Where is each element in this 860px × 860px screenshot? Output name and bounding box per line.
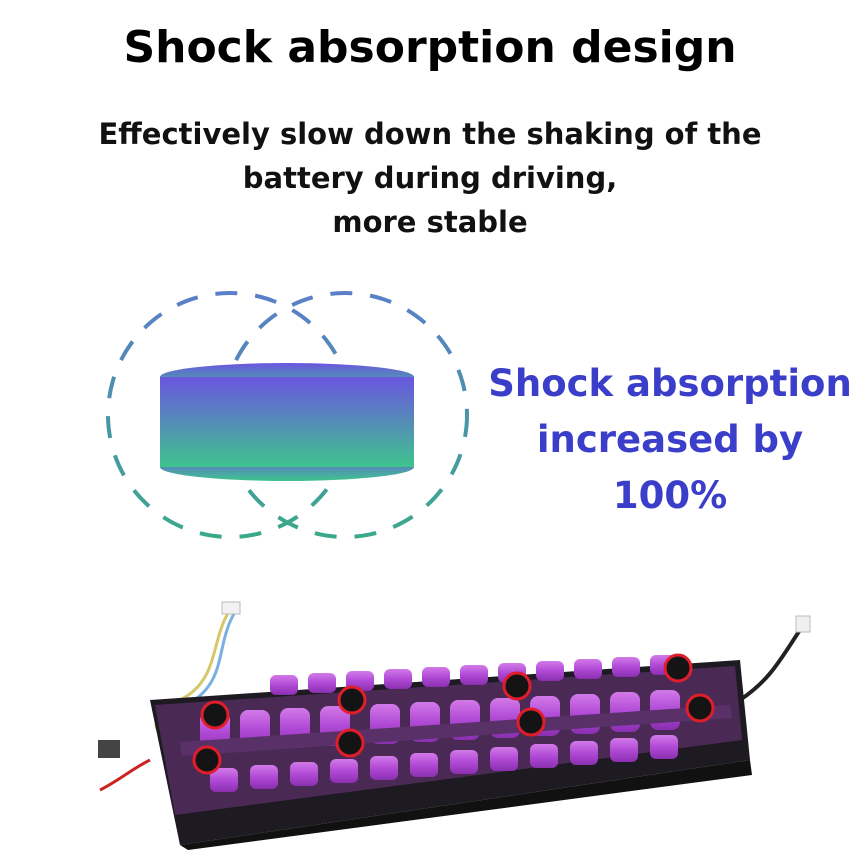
subtitle-line-3: more stable (332, 205, 528, 239)
subtitle-line-1: Effectively slow down the shaking of the (98, 117, 762, 151)
callout-line-3: 100% (612, 474, 728, 517)
battery-pack-image (98, 601, 811, 850)
dashed-circle-right (221, 291, 469, 539)
page-title: Shock absorption design (123, 22, 737, 73)
subtitle-line-2: battery during driving, (242, 161, 618, 195)
cushion-stack (160, 363, 414, 481)
shock-callout: Shock absorption increased by 100% (470, 356, 860, 524)
damper-marker (335, 728, 365, 758)
callout-line-2: increased by (536, 418, 804, 461)
damper-marker (200, 700, 230, 730)
damper-marker (663, 653, 693, 683)
damper-marker (516, 707, 546, 737)
right-wire (738, 628, 802, 702)
cell-row-bottom (210, 735, 678, 792)
damper-marker (192, 745, 222, 775)
right-connector (795, 615, 811, 633)
shock-absorber-icon (106, 291, 469, 539)
damper-marker (502, 671, 532, 701)
damper-markers (192, 653, 715, 775)
damper-marker (685, 693, 715, 723)
damper-marker (337, 685, 367, 715)
callout-line-1: Shock absorption (488, 362, 852, 405)
left-connector (221, 601, 241, 615)
subtitle: Effectively slow down the shaking of the… (40, 112, 820, 244)
